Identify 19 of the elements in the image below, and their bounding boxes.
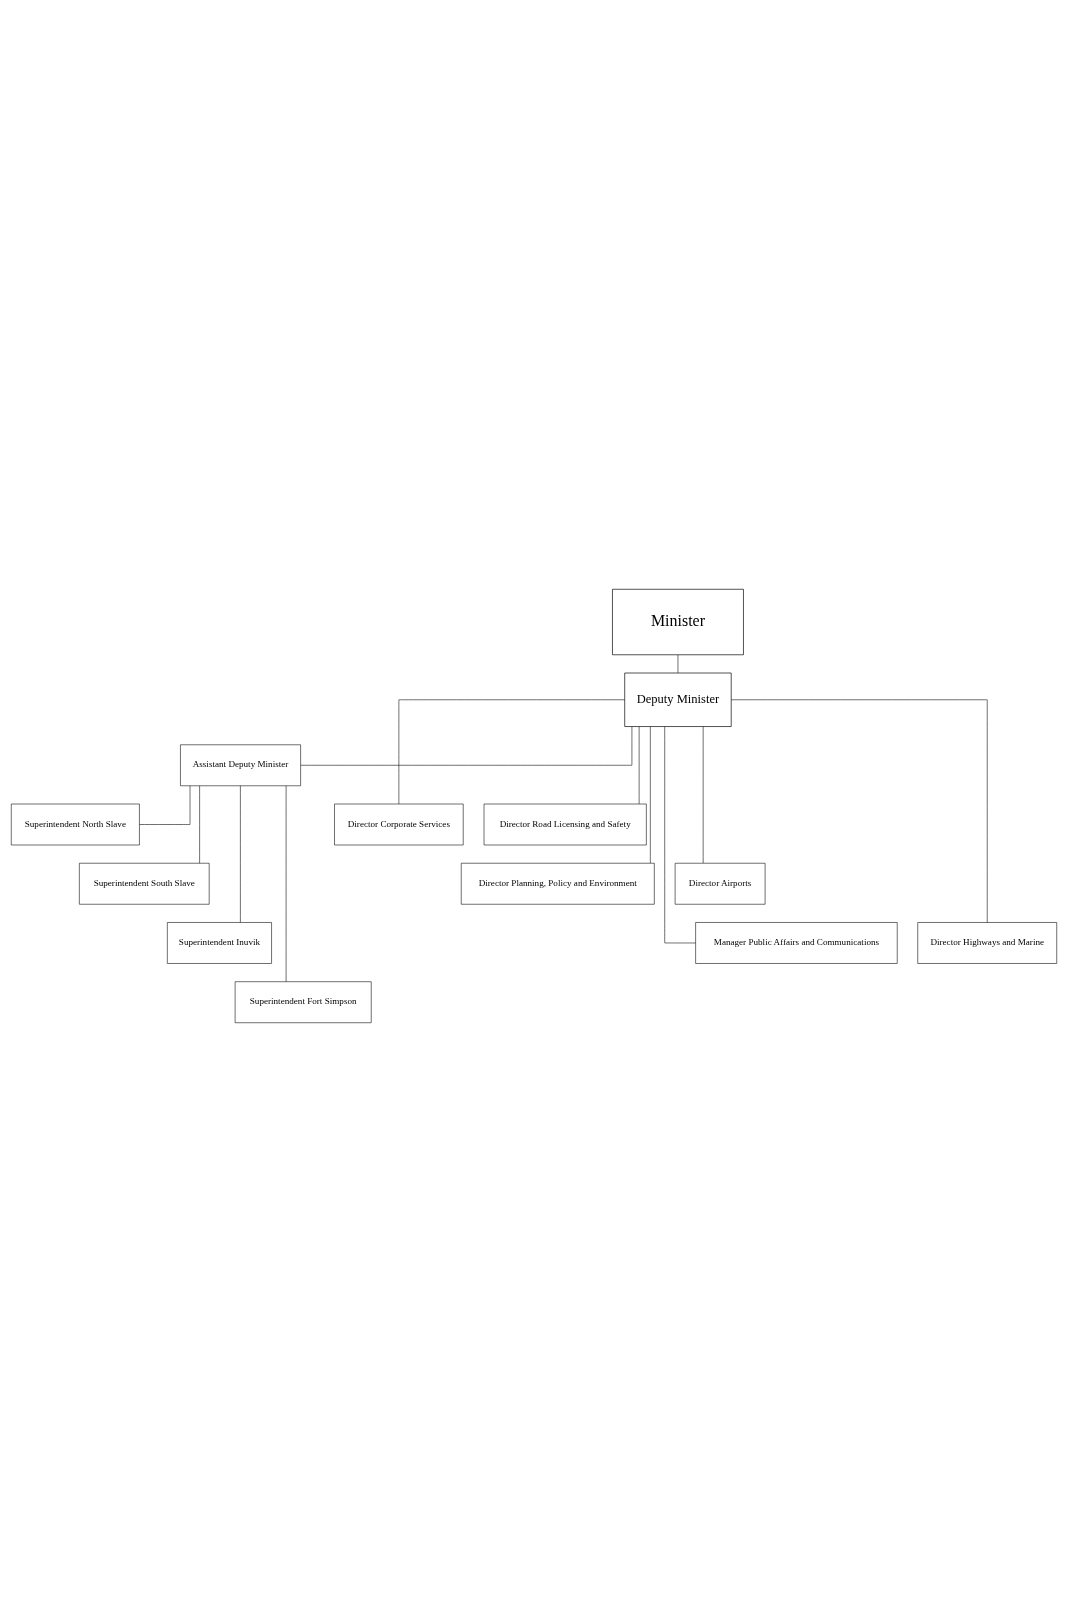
node-box: Director Road Licensing and Safety [483,803,647,846]
node-box: Director Corporate Services [334,803,464,846]
node-box: Director Planning, Policy and Environment [460,862,655,905]
connector [650,726,651,864]
node-box: Superintendent South Slave [79,862,210,905]
node-box: Superintendent Inuvik [167,922,272,964]
node-box: Superintendent North Slave [11,803,140,846]
connector [300,726,633,766]
node-box: Assistant Deputy Minister [180,744,301,787]
connector [398,699,625,805]
node-box: Director Highways and Marine [917,922,1057,964]
node-box: Deputy Minister [624,672,732,727]
connector [664,726,696,944]
node-box: Director Airports [674,862,766,905]
connector [638,726,640,805]
node-box: Manager Public Affairs and Communications [695,922,898,964]
node-box: Superintendent Fort Simpson [234,981,372,1023]
node-box: Minister [612,588,744,656]
connector [702,726,704,864]
